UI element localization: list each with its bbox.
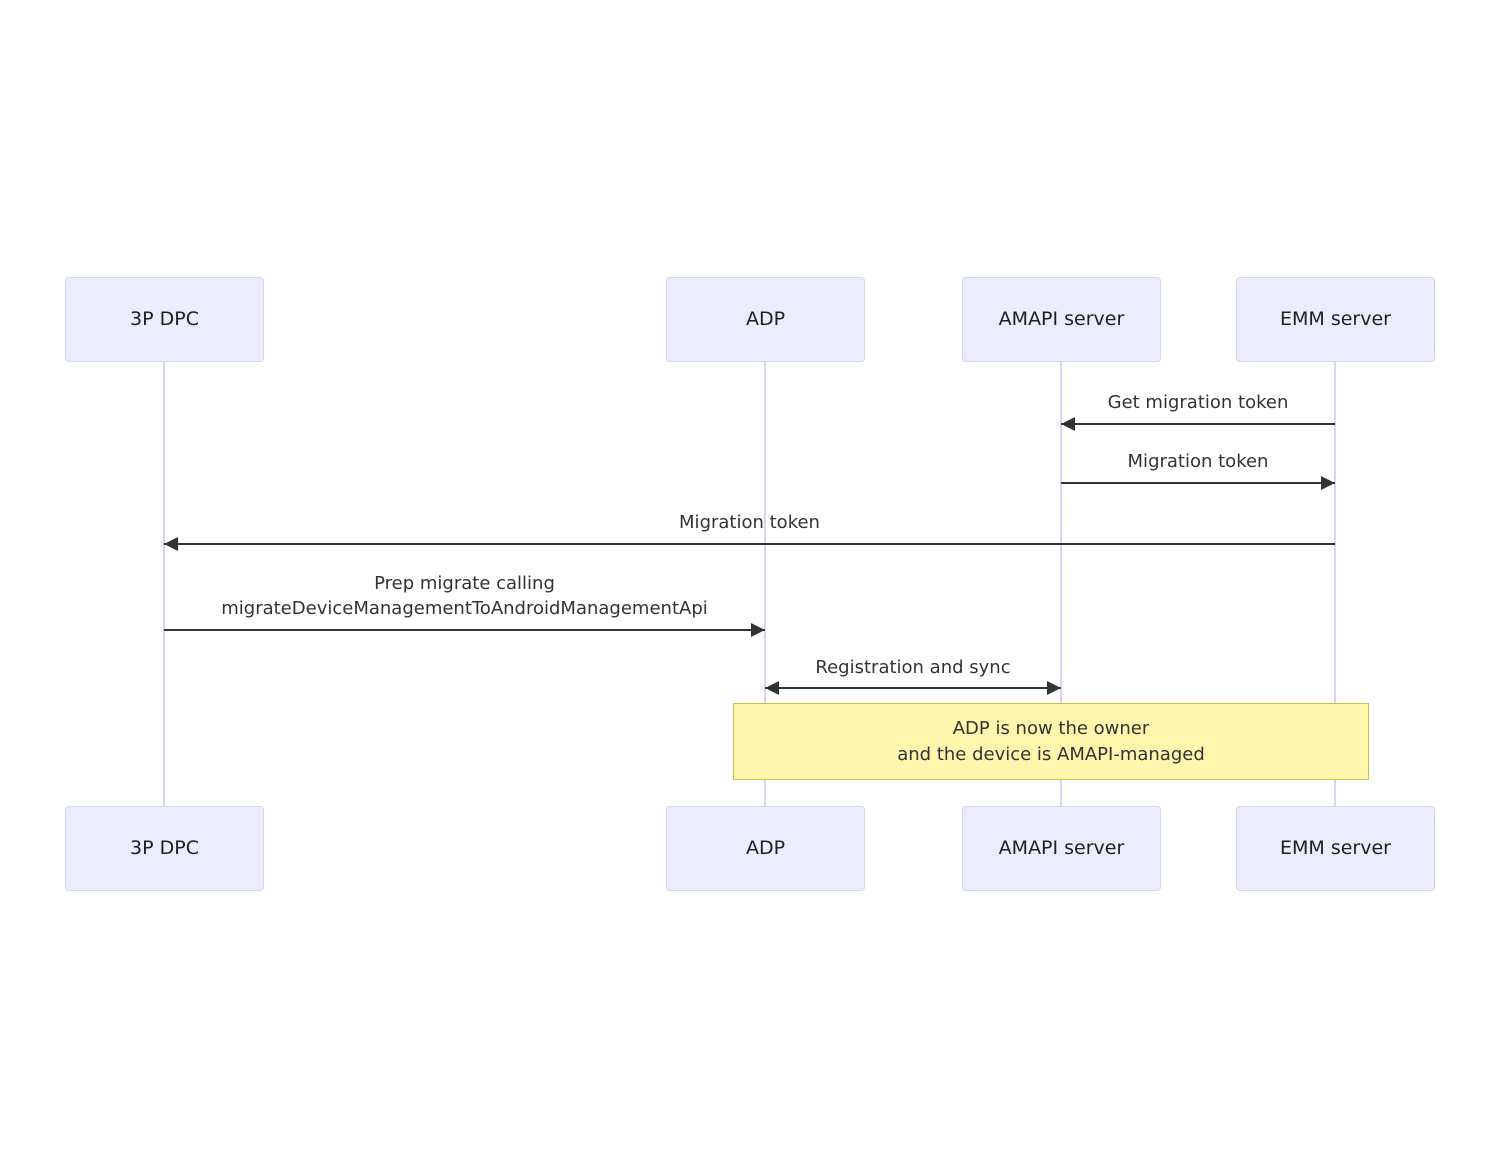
- arrow-head-right-icon: [1321, 476, 1335, 490]
- arrow-head-left-icon: [164, 537, 178, 551]
- participant-label: 3P DPC: [130, 837, 199, 860]
- arrow-head-right-icon: [751, 623, 765, 637]
- participant-bottom-3p-dpc[interactable]: 3P DPC: [65, 806, 264, 891]
- arrow-head-left-icon: [1061, 417, 1075, 431]
- participant-bottom-adp[interactable]: ADP: [666, 806, 865, 891]
- participant-top-amapi-server[interactable]: AMAPI server: [962, 277, 1161, 362]
- note-text: ADP is now the owner and the device is A…: [897, 717, 1205, 765]
- message-line-get-migration-token: [1061, 423, 1335, 425]
- message-label-migration-token-amapi-emm: Migration token: [1127, 451, 1269, 472]
- participant-top-adp[interactable]: ADP: [666, 277, 865, 362]
- message-label-migration-token-emm-dpc: Migration token: [679, 512, 820, 533]
- message-label-prep-migrate-line2: migrateDeviceManagementToAndroidManageme…: [221, 598, 708, 619]
- lifeline-emm-server: [1334, 362, 1336, 807]
- participant-label: AMAPI server: [998, 308, 1125, 331]
- participant-top-emm-server[interactable]: EMM server: [1236, 277, 1435, 362]
- message-label-get-migration-token: Get migration token: [1107, 392, 1289, 413]
- message-label-prep-migrate-line1: Prep migrate calling: [374, 573, 555, 594]
- participant-label: AMAPI server: [998, 837, 1125, 860]
- message-line-migration-token-amapi-emm: [1061, 482, 1335, 484]
- participant-label: EMM server: [1280, 837, 1391, 860]
- lifeline-3p-dpc: [163, 362, 165, 807]
- arrow-head-right-icon: [1047, 681, 1061, 695]
- participant-top-3p-dpc[interactable]: 3P DPC: [65, 277, 264, 362]
- lifeline-adp: [764, 362, 766, 807]
- note-adp-owner: ADP is now the owner and the device is A…: [733, 703, 1369, 780]
- message-line-migration-token-emm-dpc: [164, 543, 1335, 545]
- participant-label: 3P DPC: [130, 308, 199, 331]
- lifeline-amapi-server: [1060, 362, 1062, 807]
- participant-label: ADP: [745, 308, 786, 331]
- participant-label: ADP: [745, 837, 786, 860]
- participant-bottom-amapi-server[interactable]: AMAPI server: [962, 806, 1161, 891]
- message-label-registration-and-sync: Registration and sync: [815, 657, 1011, 678]
- participant-bottom-emm-server[interactable]: EMM server: [1236, 806, 1435, 891]
- participant-label: EMM server: [1280, 308, 1391, 331]
- message-line-registration-and-sync: [765, 687, 1061, 689]
- arrow-head-left-icon: [765, 681, 779, 695]
- message-line-prep-migrate: [164, 629, 765, 631]
